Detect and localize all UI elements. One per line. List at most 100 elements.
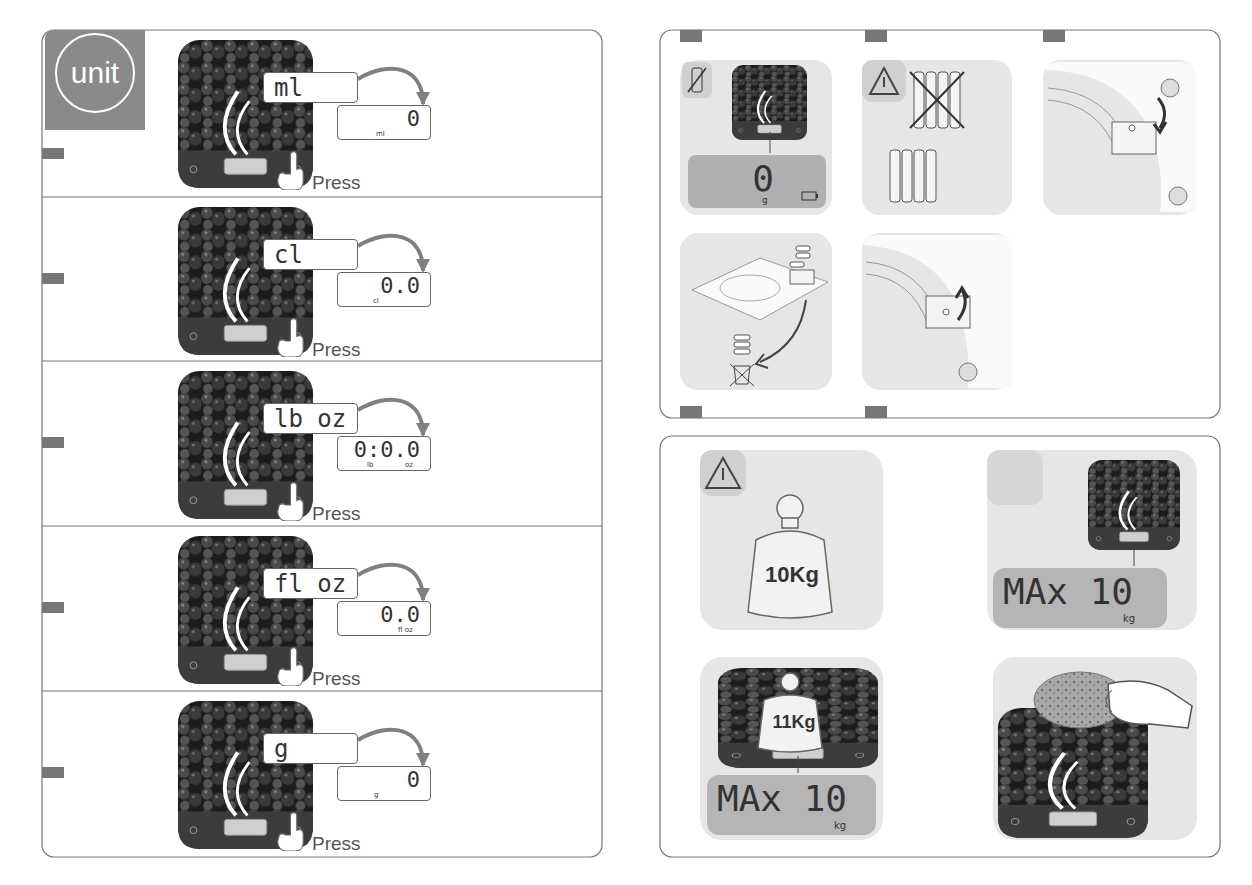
press-label: Press — [312, 503, 361, 525]
capacity-panel — [706, 458, 740, 488]
battery-panel — [692, 258, 828, 320]
battery-panel — [680, 233, 832, 390]
capacity-panel — [748, 531, 832, 618]
press-label: Press — [312, 339, 361, 361]
battery-panel — [862, 233, 1012, 390]
battery-panel — [680, 406, 702, 418]
pointing-hand — [278, 319, 304, 357]
battery-panel — [902, 150, 912, 202]
battery-panel — [1048, 100, 1118, 155]
left-panel — [42, 767, 64, 778]
battery-panel — [1046, 62, 1196, 212]
capacity-panel — [660, 436, 1220, 857]
capacity-panel — [758, 695, 822, 752]
pointing-hand — [278, 152, 304, 190]
battery-panel — [730, 364, 754, 386]
pointing-hand — [278, 813, 304, 851]
unit-display: 0:0.0lboz — [337, 436, 431, 471]
battery-panel — [870, 68, 898, 94]
unit-callout: lb oz — [263, 403, 358, 434]
battery-panel — [862, 60, 1012, 215]
battery-panel — [883, 77, 885, 87]
press-label: Press — [312, 668, 361, 690]
unit-text: g — [374, 791, 378, 799]
left-panel — [45, 30, 145, 130]
battery-panel — [770, 132, 771, 153]
digit-readout: 0 — [407, 768, 420, 792]
weight-label: 11Kg — [762, 704, 826, 740]
unit-display: 0.0cl — [337, 272, 431, 307]
battery-panel — [790, 262, 804, 267]
unit-callout: fl oz — [263, 568, 358, 599]
weight-text: 10Kg — [765, 562, 819, 588]
battery-panel — [796, 246, 810, 251]
battery-panel — [866, 274, 928, 325]
battery-panel — [890, 150, 900, 202]
callout-text: g — [274, 735, 288, 763]
capacity-panel — [700, 657, 883, 840]
unit-text: fl oz — [398, 626, 413, 634]
curved-arrow — [358, 236, 423, 271]
unit-badge: unit — [55, 33, 135, 113]
pointing-hand — [278, 648, 304, 686]
left-panel — [42, 148, 64, 159]
left-panel — [42, 602, 64, 613]
battery-panel — [862, 60, 906, 102]
digit-readout: 0.0 — [380, 274, 420, 298]
battery-panel — [1112, 122, 1156, 154]
unit-callout: g — [263, 733, 358, 764]
battery-panel — [1043, 30, 1065, 42]
unit-text: lb — [367, 461, 373, 469]
digit-readout: 0 — [407, 107, 420, 131]
capacity-panel — [1134, 546, 1135, 566]
battery-panel — [802, 192, 816, 200]
battery-panel — [760, 300, 806, 362]
left-panel — [42, 197, 602, 198]
battery-panel — [865, 30, 887, 42]
battery-panel — [688, 68, 706, 92]
capacity-panel — [722, 468, 724, 480]
unit-display: 0ml — [337, 105, 431, 140]
left-panel — [42, 30, 602, 857]
capacity-panel — [993, 657, 1197, 840]
callout-text: cl — [274, 241, 303, 269]
capacity-panel — [1108, 681, 1192, 728]
left-panel — [42, 526, 602, 527]
battery-panel — [730, 364, 754, 386]
unit-callout: cl — [263, 239, 358, 270]
left-panel — [42, 691, 602, 692]
capacity-panel — [781, 673, 799, 691]
left-panel — [42, 361, 602, 362]
battery-panel — [1129, 125, 1135, 131]
lcd-display: 0g — [688, 155, 826, 208]
battery-panel — [688, 155, 826, 208]
unit-text: kg — [834, 820, 846, 832]
battery-panel — [910, 72, 964, 128]
battery-panel — [796, 253, 810, 258]
unit-text: cl — [373, 297, 379, 305]
badge-text: unit — [71, 56, 119, 90]
battery-panel — [1161, 79, 1179, 97]
callout-text: ml — [274, 74, 303, 102]
battery-panel — [943, 309, 949, 315]
capacity-panel — [700, 450, 883, 630]
press-label: Press — [312, 172, 361, 194]
battery-panel — [926, 150, 936, 202]
battery-panel — [816, 194, 818, 198]
left-panel — [42, 273, 64, 284]
callout-text: fl oz — [274, 570, 346, 598]
lcd-display: MAx 10kg — [993, 568, 1167, 628]
battery-panel — [732, 65, 807, 140]
curved-arrow — [358, 400, 423, 435]
battery-panel — [680, 30, 702, 42]
battery-panel — [660, 30, 1220, 418]
capacity-panel — [993, 568, 1167, 628]
curved-arrow — [358, 565, 423, 600]
battery-panel — [734, 349, 750, 354]
battery-panel — [956, 288, 968, 298]
battery-panel — [682, 62, 712, 98]
battery-panel — [910, 72, 964, 128]
unit-display: 0g — [337, 766, 431, 801]
